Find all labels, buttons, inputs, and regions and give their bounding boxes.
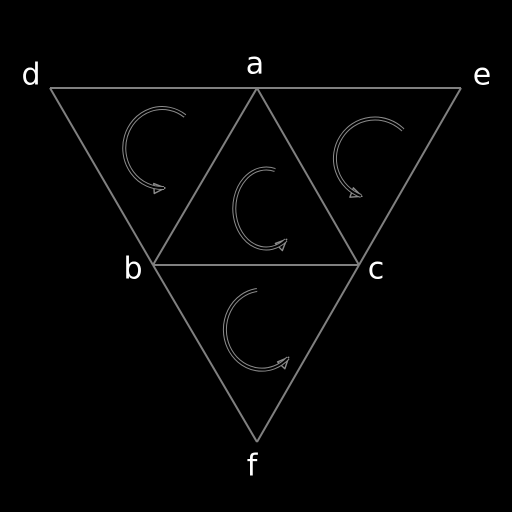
face-adb-orientation [122,106,187,195]
edge-e-c [358,87,462,266]
vertex-label-b: b [123,252,142,287]
edge-c-f [256,264,360,443]
vertex-label-a: a [246,47,264,82]
circular-arrow-icon [232,166,288,252]
vertex-label-c: c [368,252,385,287]
vertex-label-d: d [21,58,40,93]
face-abc-orientation [232,166,288,252]
edge-d-b [49,87,154,266]
edge-a-b [152,87,258,266]
edge-b-f [152,264,258,443]
circular-arrow-icon-inner [334,117,404,197]
circular-arrow-icon [122,106,187,195]
circular-arrow-icon-inner [223,289,289,371]
vertex-label-f: f [247,449,259,484]
face-bfc-orientation [222,288,290,372]
circular-arrow-icon-inner [233,167,287,250]
face-ace-orientation [333,116,405,198]
circular-arrow-icon-inner [123,107,186,190]
vertex-label-e: e [473,58,491,93]
edge-a-c [256,87,360,266]
